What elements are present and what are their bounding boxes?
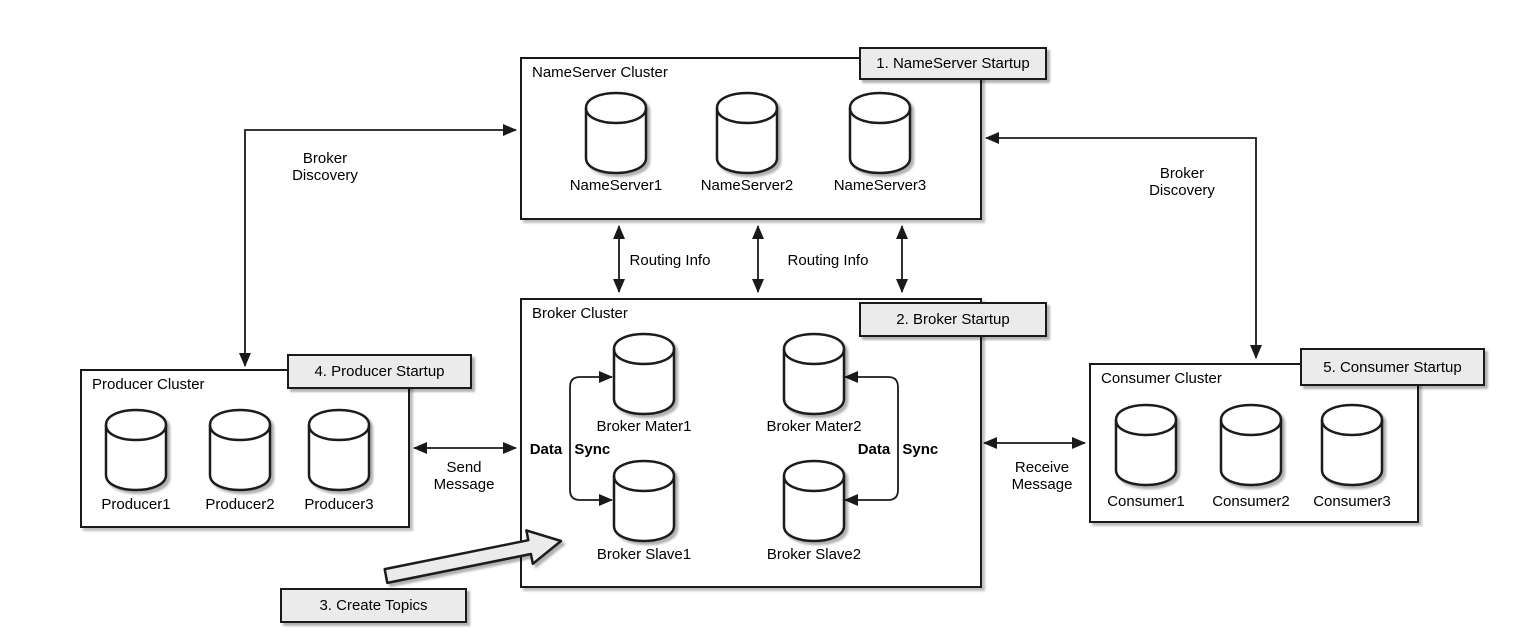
consumer3-label: Consumer3 [1313, 493, 1391, 510]
receive-message-label: Receive Message [1011, 459, 1073, 493]
consumer2-label: Consumer2 [1212, 493, 1290, 510]
routing-info-right-label: Routing Info [787, 252, 869, 269]
step-3-create-topics-label: 3. Create Topics [280, 588, 467, 623]
nameserver1-label: NameServer1 [569, 177, 663, 194]
producer3-label: Producer3 [304, 496, 374, 513]
nameserver-cluster-title: NameServer Cluster [532, 64, 668, 81]
step-4-producer-startup-label: 4. Producer Startup [287, 354, 472, 389]
nameserver3-label: NameServer3 [833, 177, 927, 194]
consumer-cluster-title: Consumer Cluster [1101, 370, 1222, 387]
broker-mater1-label: Broker Mater1 [596, 418, 692, 435]
broker-slave1-label: Broker Slave1 [596, 546, 692, 563]
broker-mater2-label: Broker Mater2 [766, 418, 862, 435]
broker-cluster-title: Broker Cluster [532, 305, 628, 322]
producer1-label: Producer1 [101, 496, 171, 513]
step-1-nameserver-startup-label: 1. NameServer Startup [859, 47, 1047, 80]
producer2-label: Producer2 [205, 496, 275, 513]
routing-info-left-label: Routing Info [629, 252, 711, 269]
data-sync-left-label: Data Sync [529, 441, 611, 458]
producer-cluster-title: Producer Cluster [92, 376, 205, 393]
broker-discovery-right-label: Broker Discovery [1149, 165, 1215, 199]
send-message-label: Send Message [433, 459, 495, 493]
nameserver2-label: NameServer2 [700, 177, 794, 194]
broker-slave2-label: Broker Slave2 [766, 546, 862, 563]
data-sync-right-label: Data Sync [857, 441, 939, 458]
nameserver-cluster-box: NameServer Cluster [520, 57, 982, 220]
broker-discovery-left-label: Broker Discovery [292, 150, 358, 184]
step-2-broker-startup-label: 2. Broker Startup [859, 302, 1047, 337]
consumer1-label: Consumer1 [1107, 493, 1185, 510]
step-5-consumer-startup-label: 5. Consumer Startup [1300, 348, 1485, 386]
